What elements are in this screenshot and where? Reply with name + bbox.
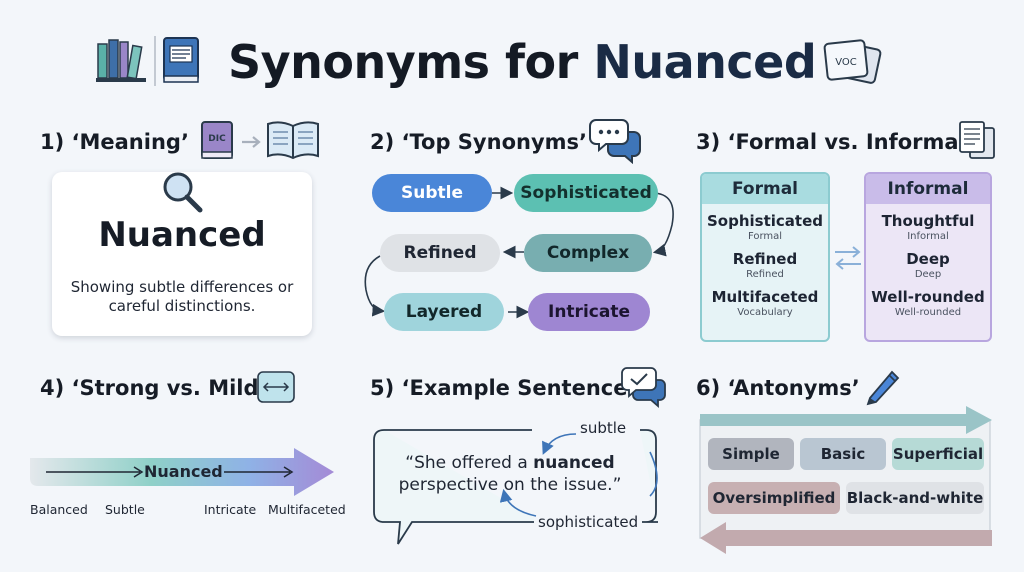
tick-intricate: Intricate <box>204 502 257 517</box>
title-prefix: Synonyms for <box>228 35 594 89</box>
books-icon <box>96 39 146 82</box>
strong-mild-title: 4) ‘Strong vs. Mild’ <box>40 376 267 400</box>
informal-note-3: Well-rounded <box>894 307 962 318</box>
vocabulary-cards-icon: VOC <box>823 39 882 84</box>
example-line-1: “She offered a nuanced <box>382 452 638 474</box>
swap-arrows-icon <box>835 246 861 270</box>
formal-note-2: Refined <box>746 269 784 280</box>
spectrum-center-label: Nuanced <box>144 462 223 481</box>
arrow-right-icon <box>242 136 261 148</box>
definition-line-1: Showing subtle differences or <box>70 278 294 296</box>
label-sophisticated: sophisticated <box>534 513 643 531</box>
informal-note-1: Informal <box>907 231 949 242</box>
example-line-1-text: “She offered a <box>405 453 534 473</box>
documents-icon <box>959 121 995 159</box>
synonym-flow-arrows <box>364 186 674 319</box>
meaning-title: 1) ‘Meaning’ <box>40 130 189 154</box>
antonym-simple: Simple <box>708 438 794 470</box>
synonym-intricate: Intricate <box>528 293 650 331</box>
informal-term-1: Thoughtful <box>881 212 975 230</box>
synonym-layered: Layered <box>384 293 504 331</box>
label-subtle: subtle <box>576 419 631 437</box>
antonyms-frame-arrows <box>699 406 992 554</box>
strength-spectrum-arrow <box>30 448 334 496</box>
header-divider <box>154 36 156 86</box>
tick-multifaceted: Multifaceted <box>268 502 346 517</box>
annotation-arrows <box>500 433 658 517</box>
formal-informal-title: 3) ‘Formal vs. Informal’ <box>696 130 974 154</box>
antonym-superficial: Superficial <box>892 438 984 470</box>
formal-note-3: Vocabulary <box>737 307 793 318</box>
antonym-black-and-white: Black-and-white <box>846 482 984 514</box>
formal-note-1: Formal <box>747 231 783 242</box>
title-accent: Nuanced <box>593 35 817 89</box>
example-keyword: nuanced <box>533 453 615 473</box>
top-synonyms-title: 2) ‘Top Synonyms’ <box>370 130 587 154</box>
dic-label: DIC <box>208 134 226 144</box>
page-title: Synonyms for Nuanced <box>228 34 817 90</box>
antonyms-title: 6) ‘Antonyms’ <box>696 376 860 400</box>
formal-column: Formal Sophisticated Formal Refined Refi… <box>700 172 830 342</box>
definition-line-2: careful distinctions. <box>108 297 256 315</box>
formal-term-3: Multifaceted <box>711 288 819 306</box>
example-line-2: perspective on the issue.” <box>398 475 622 495</box>
formal-term-2: Refined <box>732 250 798 268</box>
double-arrow-icon <box>257 371 295 403</box>
meaning-word: Nuanced <box>98 215 266 255</box>
informal-term-3: Well-rounded <box>871 288 985 306</box>
dictionary-book-icon <box>163 37 199 83</box>
synonym-complex: Complex <box>524 234 652 272</box>
dic-book-icon: DIC <box>201 121 233 159</box>
informal-header: Informal <box>866 174 990 204</box>
informal-term-2: Deep <box>906 250 950 268</box>
antonym-basic: Basic <box>800 438 886 470</box>
pencil-icon <box>866 370 900 406</box>
example-sentence-title: 5) ‘Example Sentence’ <box>370 376 636 400</box>
synonym-refined: Refined <box>380 234 500 272</box>
chat-check-icon <box>621 367 666 408</box>
synonym-subtle: Subtle <box>372 174 492 212</box>
chat-bubbles-icon <box>589 119 641 164</box>
open-book-icon <box>267 121 319 160</box>
synonym-sophisticated: Sophisticated <box>514 174 658 212</box>
tick-balanced: Balanced <box>30 502 88 517</box>
formal-header: Formal <box>702 174 828 204</box>
magnifier-icon <box>163 172 203 213</box>
tick-subtle: Subtle <box>105 502 145 517</box>
informal-column: Informal Thoughtful Informal Deep Deep W… <box>864 172 992 342</box>
formal-term-1: Sophisticated <box>706 212 823 230</box>
informal-note-2: Deep <box>914 269 942 280</box>
antonym-oversimplified: Oversimplified <box>708 482 840 514</box>
voc-label: VOC <box>835 57 857 68</box>
